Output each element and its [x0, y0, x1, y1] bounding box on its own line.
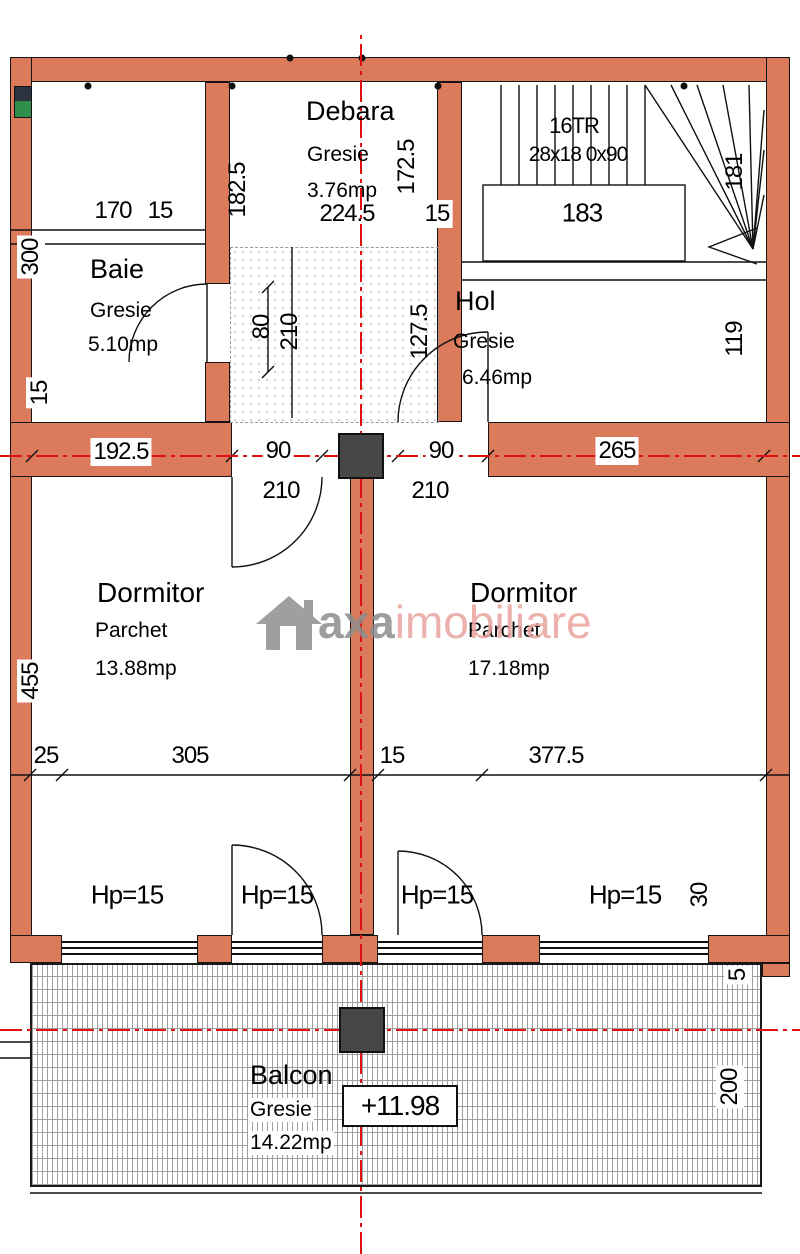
centerline-horizontal-lower	[0, 1029, 800, 1031]
dim-200: 200	[716, 1065, 744, 1109]
room-hol-name: Hol	[455, 286, 496, 316]
watermark-house-icon	[256, 596, 322, 650]
wall-bottom-4	[482, 935, 540, 963]
dim-25: 25	[33, 742, 60, 769]
dim-hp-1: Hp=15	[90, 879, 164, 910]
dim-170: 170	[94, 197, 132, 224]
dim-119: 119	[721, 321, 748, 357]
room-baie-finish: Gresie	[90, 299, 152, 322]
dim-265: 265	[595, 437, 639, 465]
watermark-brand-text: axa	[318, 596, 395, 648]
centerline-vertical	[360, 30, 362, 1254]
column-lower	[339, 1007, 385, 1053]
dim-hp-3: Hp=15	[400, 879, 474, 910]
window-1	[62, 941, 197, 955]
room-dormitor-left-finish: Parchet	[95, 619, 168, 642]
wall-balcony-stub-right	[762, 963, 790, 977]
stair-treads	[500, 85, 646, 185]
room-balcon-finish: Gresie	[248, 1098, 314, 1122]
dim-15-debara: 15	[421, 200, 453, 228]
dim-90-right: 90	[425, 437, 457, 465]
dim-hp-2: Hp=15	[240, 879, 314, 910]
dim-192-5: 192.5	[90, 438, 152, 466]
balcony-tile-hatch	[30, 963, 762, 1187]
dim-15-bottom: 15	[379, 742, 406, 769]
dim-30: 30	[686, 882, 713, 908]
wall-dormitor-divider	[350, 477, 374, 935]
dim-181: 181	[721, 153, 748, 191]
dim-172-5: 172.5	[393, 139, 420, 195]
stair-treads-label: 16TR	[549, 113, 600, 138]
room-debara-area: 3.76mp	[307, 179, 378, 202]
room-hol-finish: Gresie	[453, 330, 515, 353]
niche-dashed-area	[230, 247, 439, 423]
door-balcony-left	[231, 844, 323, 936]
room-dormitor-left-area: 13.88mp	[95, 657, 177, 680]
column-upper	[338, 433, 384, 479]
dim-127-5: 127.5	[406, 304, 433, 360]
window-2	[540, 941, 708, 955]
wall-band-right	[488, 422, 790, 477]
stair-direction-arrow-icon	[707, 227, 758, 265]
dim-15-left: 15	[26, 377, 54, 409]
wall-baie-debara-lower	[205, 362, 230, 422]
level-marker-value: +11.98	[360, 1090, 440, 1121]
dim-210-door-left: 210	[262, 477, 300, 504]
dim-210-niche: 210	[276, 313, 303, 351]
watermark-suffix-text: imobiliare	[394, 596, 592, 648]
room-balcon-area: 14.22mp	[248, 1131, 334, 1155]
dim-377-5: 377.5	[528, 742, 584, 769]
wall-bottom-1	[10, 935, 62, 963]
electrical-panel-icon	[14, 86, 32, 118]
level-marker: +11.98	[342, 1085, 458, 1127]
centerline-horizontal-upper	[0, 455, 800, 457]
wall-bottom-3	[322, 935, 378, 963]
wall-bottom-5	[708, 935, 790, 963]
dim-455: 455	[17, 659, 45, 703]
balcony-door-right	[378, 941, 482, 955]
dim-hp-4: Hp=15	[588, 879, 662, 910]
dim-300: 300	[17, 235, 45, 279]
door-balcony-right	[397, 850, 483, 936]
dim-80: 80	[248, 314, 275, 340]
room-hol-area: 6.46mp	[462, 366, 533, 389]
door-dormitor-left	[231, 476, 323, 568]
door-baie	[128, 283, 208, 363]
room-debara-finish: Gresie	[307, 143, 369, 166]
room-baie-name: Baie	[90, 254, 145, 284]
wall-right	[766, 57, 790, 963]
dim-90-left: 90	[262, 437, 294, 465]
wall-top	[10, 57, 790, 82]
dim-210-door-right: 210	[411, 477, 449, 504]
stair-landing	[482, 184, 686, 262]
stair-fan	[644, 84, 765, 250]
junction-dots	[84, 54, 688, 90]
dim-5: 5	[724, 965, 752, 985]
room-balcon-name: Balcon	[250, 1060, 333, 1090]
dimension-lines-niche	[261, 247, 293, 418]
room-dormitor-right-finish: Parchet	[468, 619, 541, 642]
room-baie-area: 5.10mp	[88, 333, 159, 356]
room-dormitor-right-name: Dormitor	[470, 577, 578, 608]
room-dormitor-left-name: Dormitor	[97, 577, 205, 608]
dim-182-5: 182.5	[224, 162, 251, 218]
stair-size-label: 28x18 0x90	[528, 143, 629, 166]
dim-15-top: 15	[147, 197, 174, 224]
dim-224-5: 224.5	[319, 200, 375, 227]
dim-305: 305	[171, 742, 209, 769]
thin-wall-lines	[0, 229, 766, 1194]
wall-baie-debara-upper	[205, 82, 230, 284]
balcony-door-left	[232, 941, 322, 955]
wall-bottom-2	[197, 935, 232, 963]
room-dormitor-right-area: 17.18mp	[468, 657, 550, 680]
stair-width-label: 183	[561, 197, 603, 228]
dimension-chain-bottom	[10, 768, 790, 782]
room-debara-name: Debara	[306, 96, 395, 126]
door-hol	[397, 331, 489, 423]
watermark: axa imobiliare	[252, 590, 592, 654]
